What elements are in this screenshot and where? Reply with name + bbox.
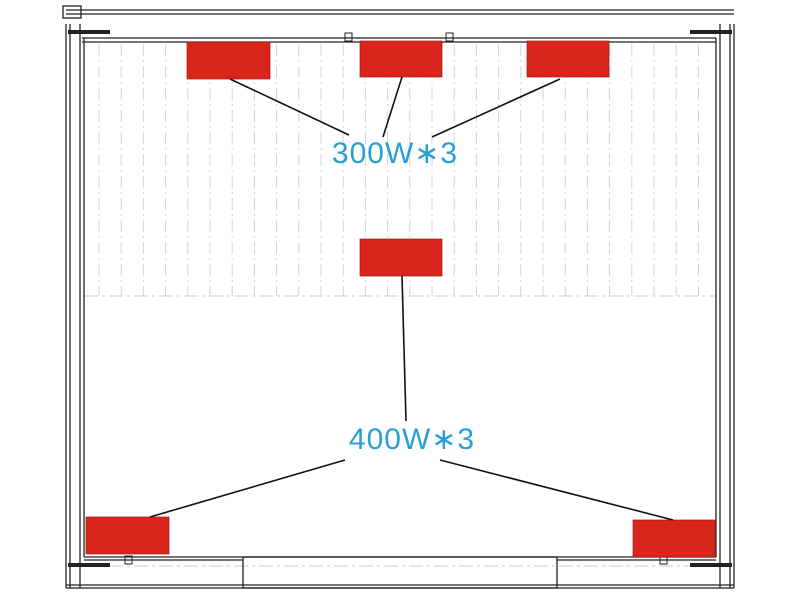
frame <box>62 5 735 589</box>
door-opening <box>242 556 558 589</box>
grid-lines <box>98 44 699 296</box>
leader-lines <box>149 76 674 521</box>
heater-400w-right <box>632 519 716 558</box>
label-400w-heaters: 400W∗3 <box>348 423 476 456</box>
heater-300w-center <box>359 40 443 78</box>
heater-400w-left <box>85 516 170 555</box>
bolts <box>68 30 732 567</box>
heater-300w-right <box>526 40 610 78</box>
label-300w-heaters: 300W∗3 <box>331 137 459 170</box>
heater-400w-center <box>359 238 443 277</box>
heater-300w-left <box>186 41 271 80</box>
